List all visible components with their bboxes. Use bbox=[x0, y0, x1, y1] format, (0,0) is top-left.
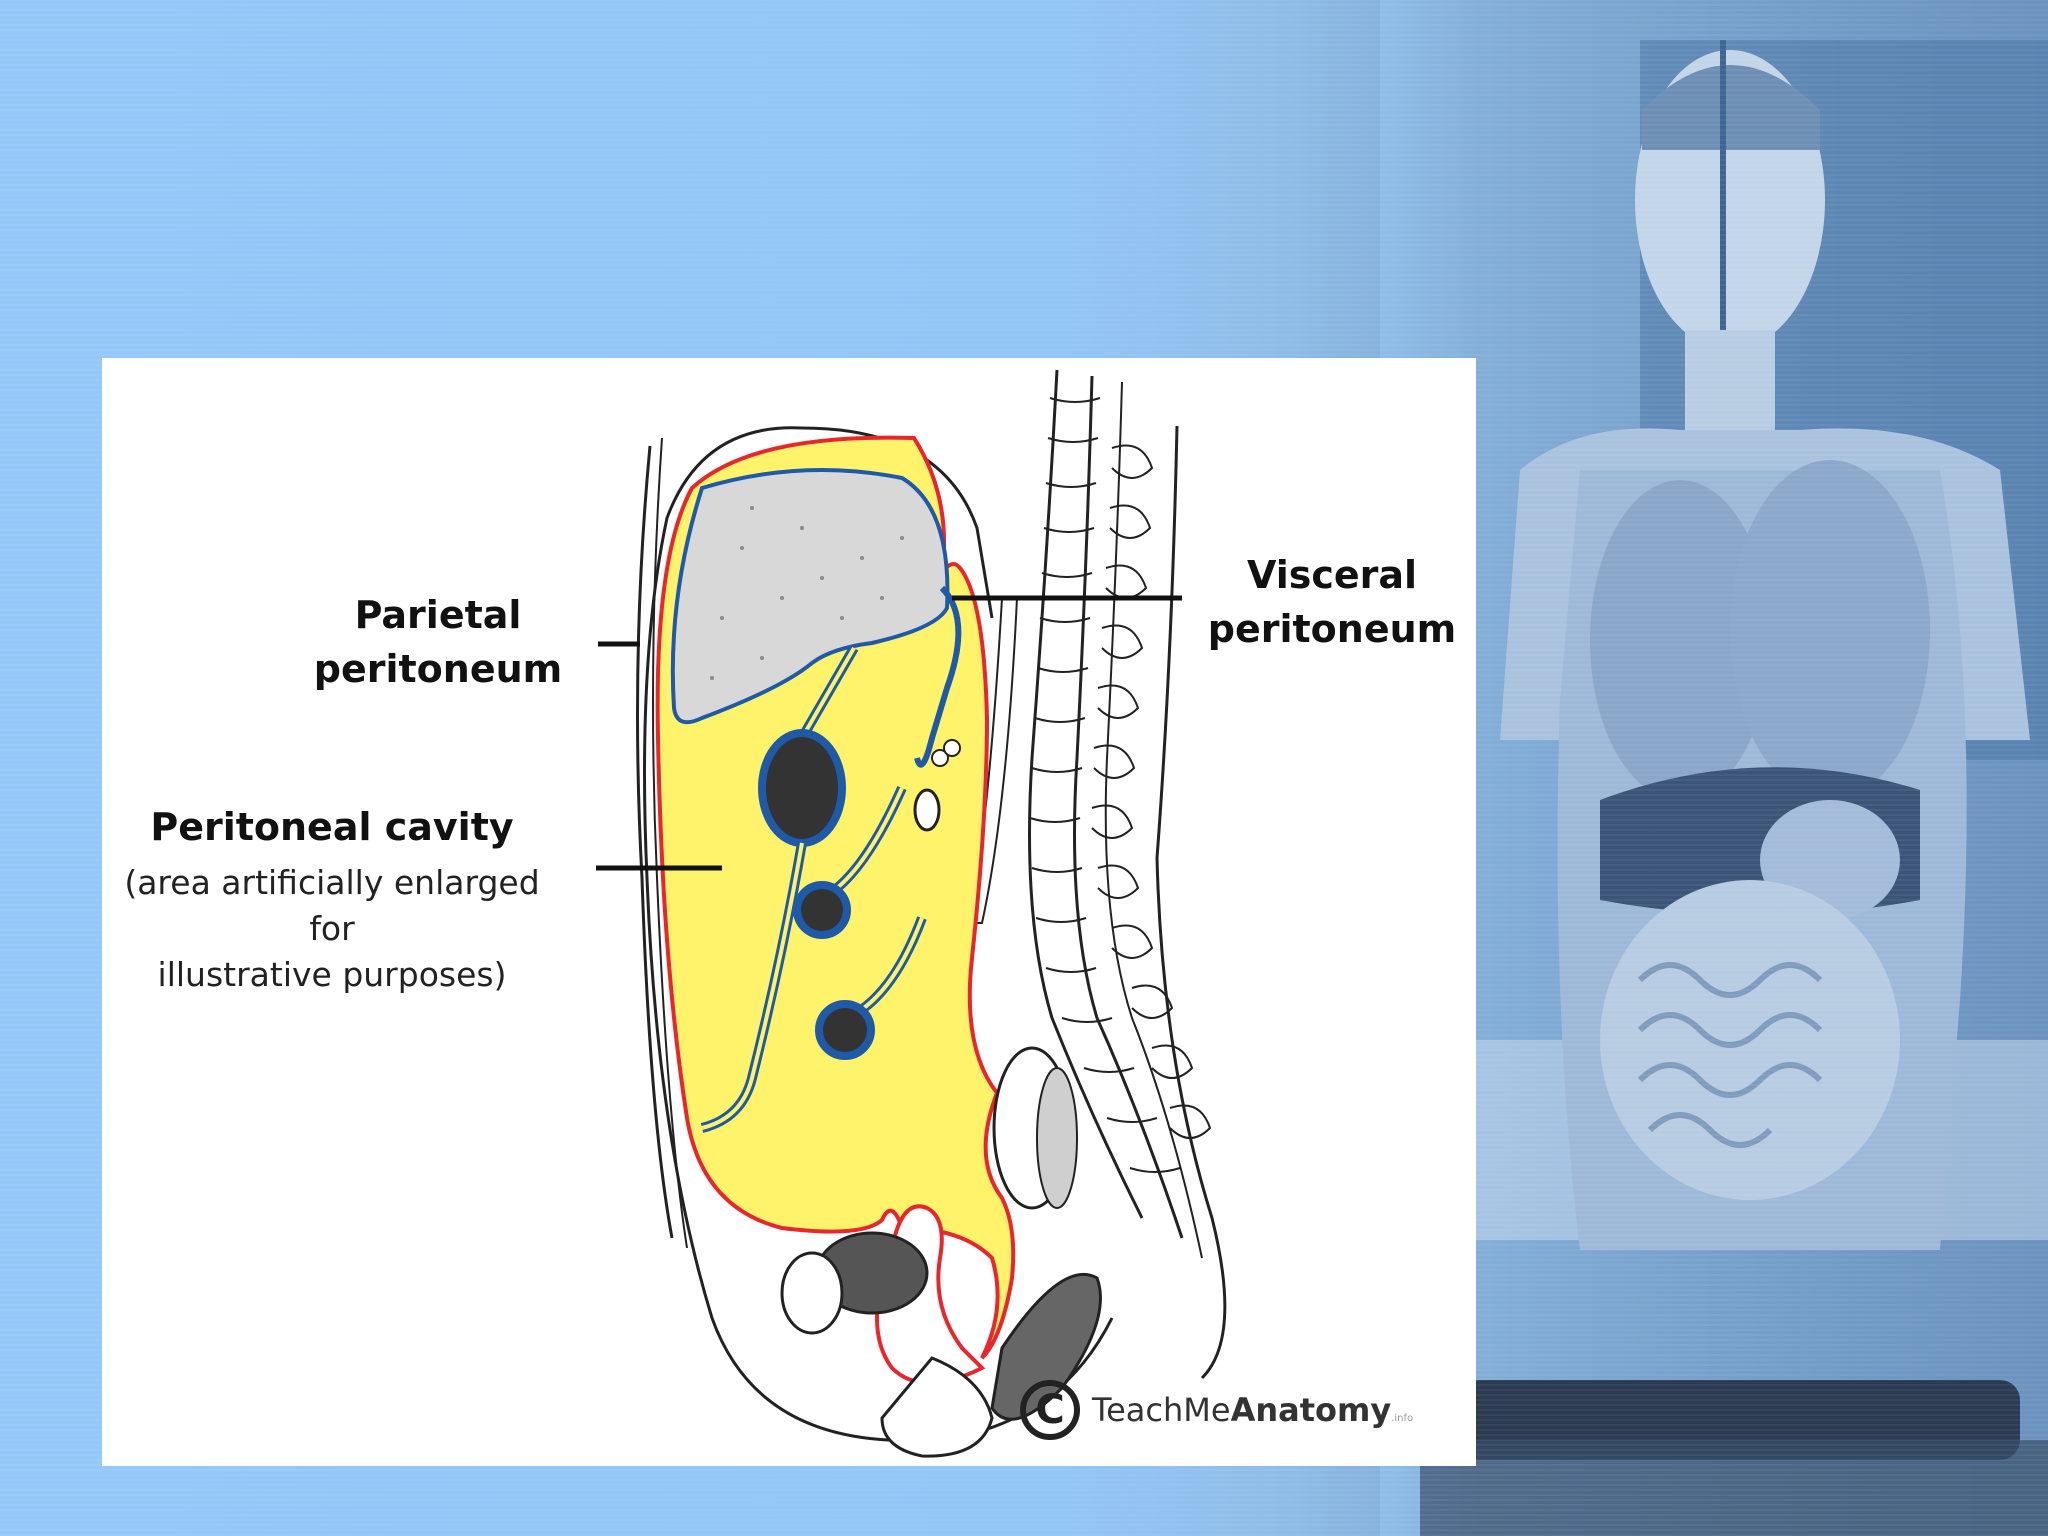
watermark-text: TeachMeAnatomy.info bbox=[1092, 1391, 1414, 1429]
stomach-section bbox=[758, 729, 846, 847]
visceral-line1: Visceral bbox=[1246, 553, 1418, 597]
cavity-note-line2: illustrative purposes) bbox=[157, 955, 507, 994]
cavity-note-line1: (area artificially enlarged for bbox=[124, 863, 540, 948]
parietal-line1: Parietal bbox=[354, 593, 522, 637]
small-intestine-section bbox=[815, 1000, 875, 1060]
peritoneal-cavity-label: Peritoneal cavity bbox=[150, 805, 514, 849]
visceral-line2: peritoneum bbox=[1207, 607, 1457, 651]
liver bbox=[670, 468, 950, 725]
sagittal-section-illustration bbox=[596, 369, 1227, 1458]
peritoneum-diagram: Parietal peritoneum Visceral peritoneum … bbox=[102, 358, 1476, 1466]
visceral-peritoneum-label: Visceral peritoneum bbox=[1192, 548, 1472, 656]
copyright-icon: C bbox=[1020, 1380, 1080, 1440]
transverse-colon-section bbox=[793, 881, 851, 939]
parietal-peritoneum-label: Parietal peritoneum bbox=[288, 588, 588, 696]
parietal-line2: peritoneum bbox=[313, 647, 563, 691]
torso-model-photo bbox=[1380, 0, 2048, 1536]
cavity-note: (area artificially enlarged for illustra… bbox=[102, 860, 562, 998]
teachmeanatomy-watermark: C TeachMeAnatomy.info bbox=[1020, 1375, 1460, 1445]
